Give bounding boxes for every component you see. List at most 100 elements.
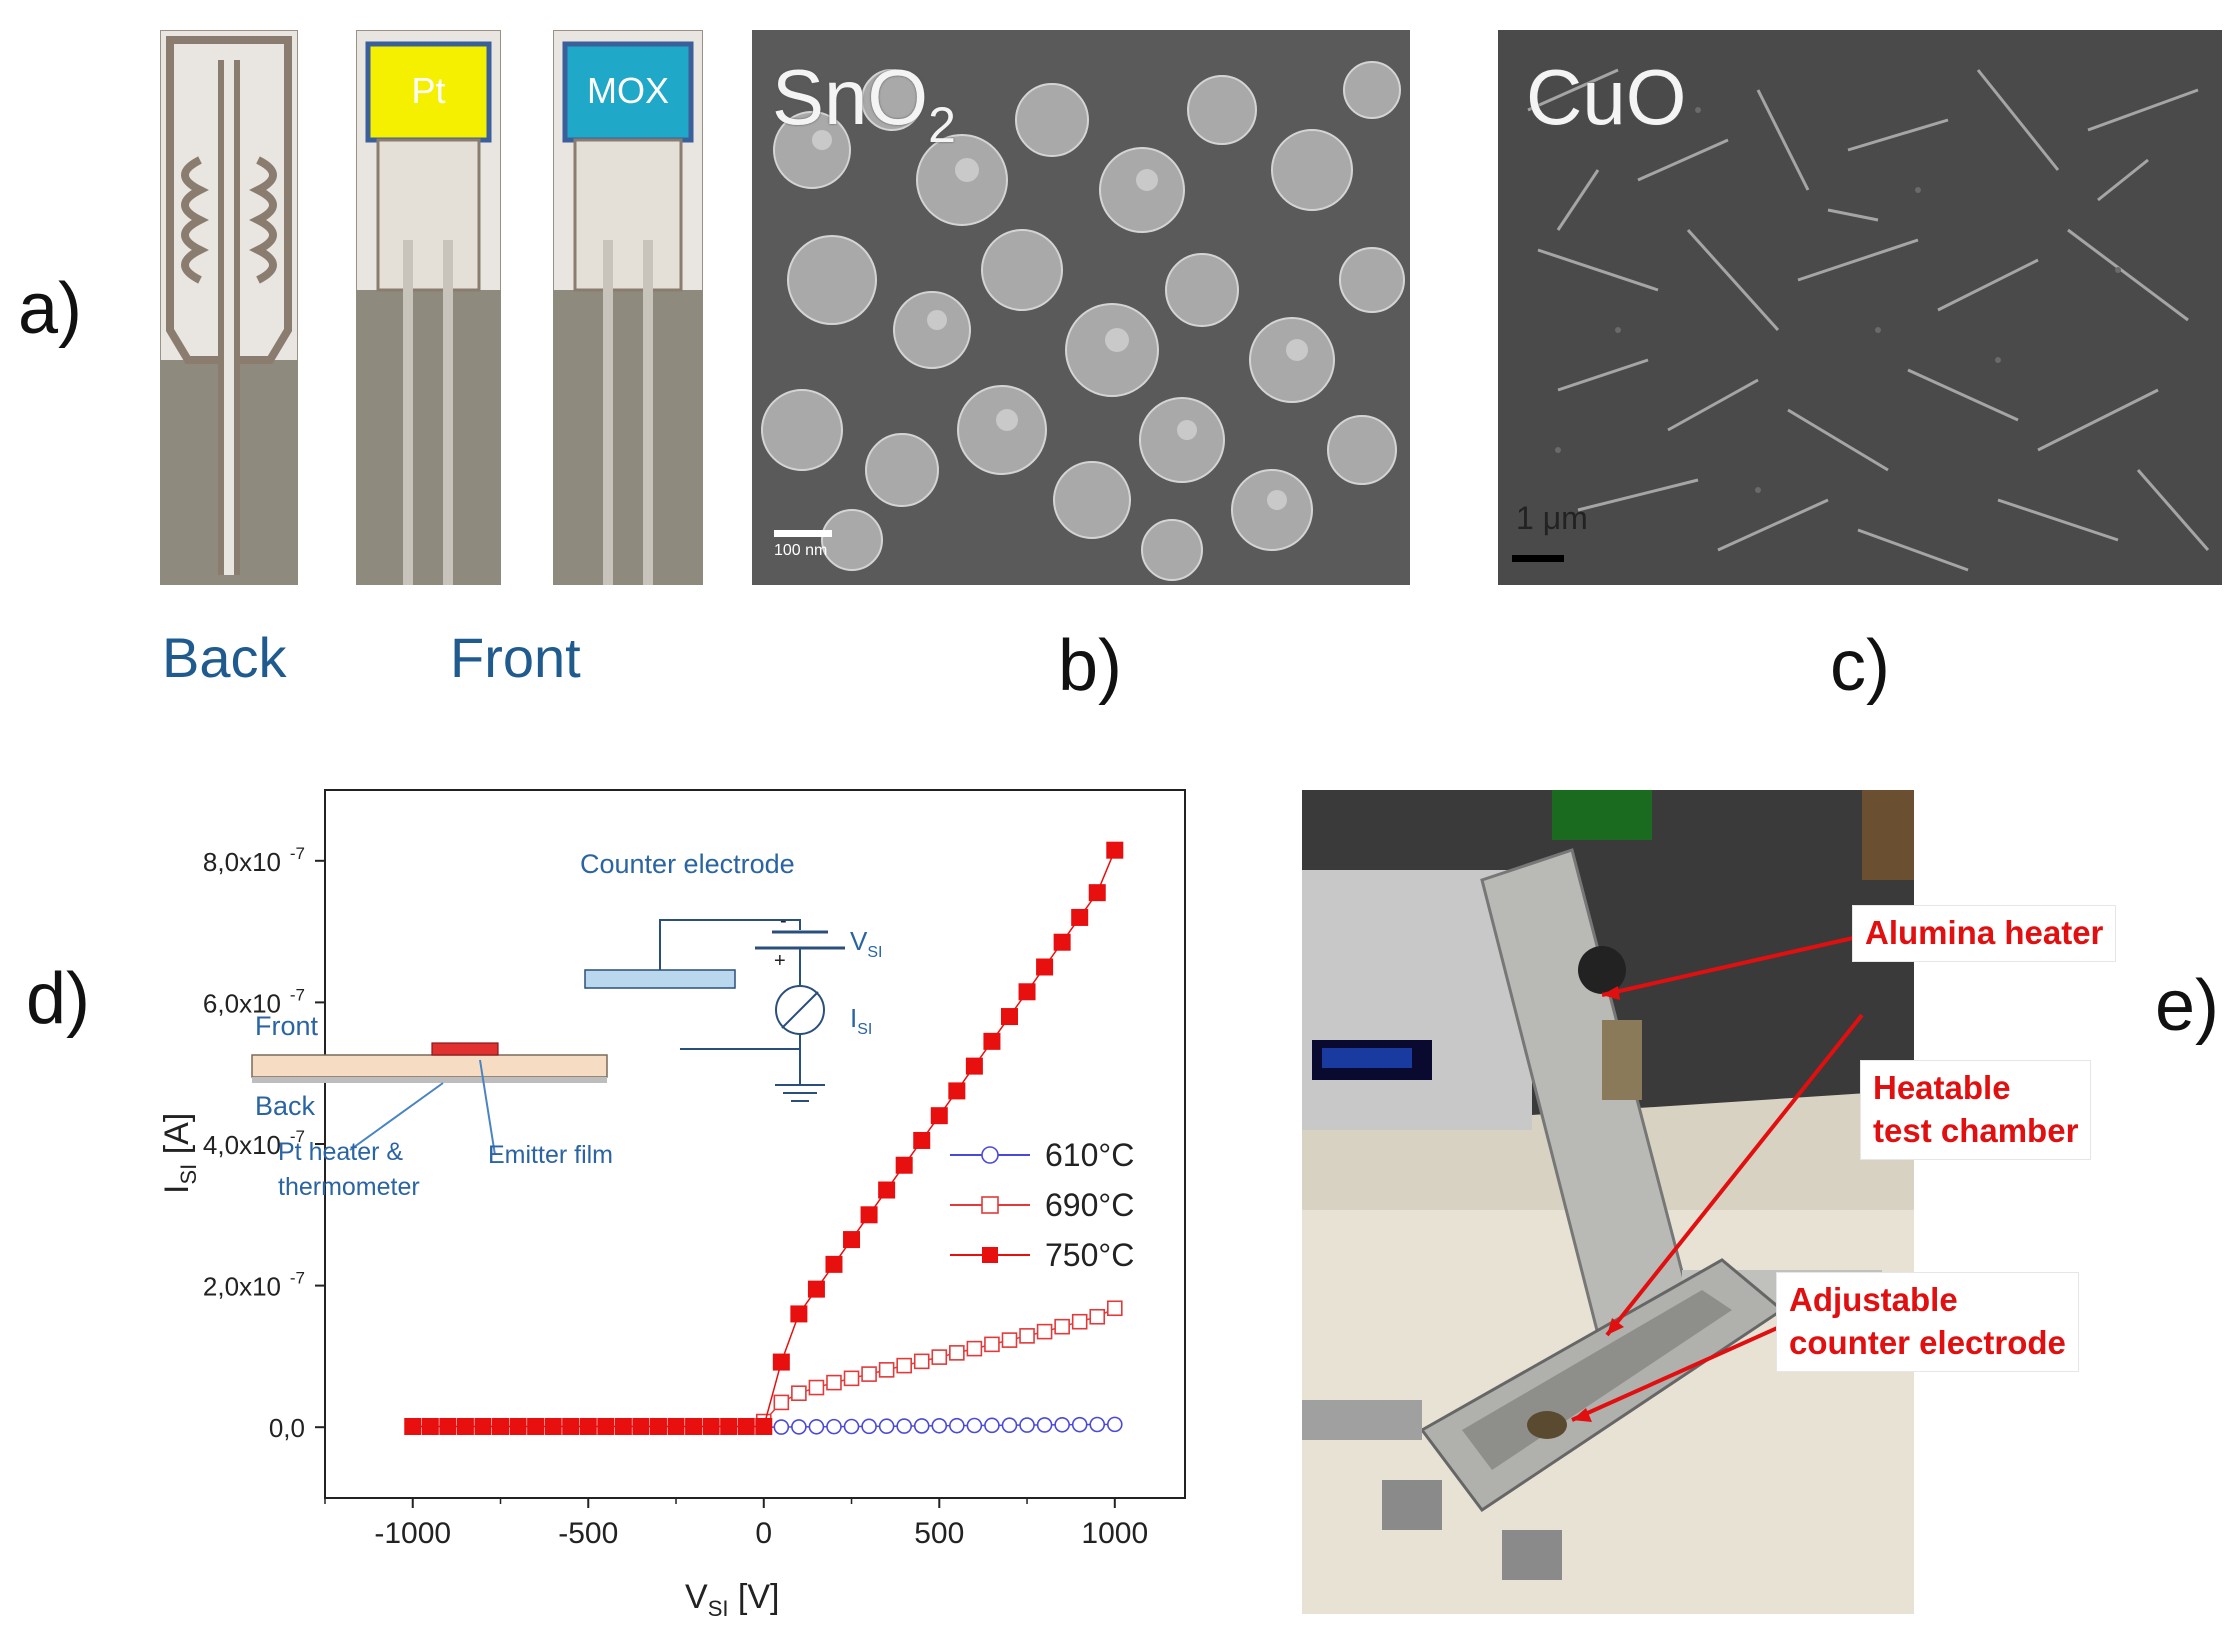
data-point	[720, 1417, 738, 1435]
data-point	[843, 1370, 860, 1387]
data-point	[984, 1417, 1000, 1434]
data-point	[861, 1366, 877, 1382]
callout-heatable-line1: Heatable	[1873, 1069, 2011, 1106]
panel-label-c: c)	[1830, 626, 1890, 706]
legend-label: 610°C	[1045, 1137, 1134, 1173]
inset-emitter-arrow	[479, 1059, 496, 1156]
inset-front-label: Front	[255, 1011, 319, 1041]
data-point	[773, 1419, 790, 1435]
mox-pad-label: MOX	[586, 70, 669, 111]
data-point	[1036, 958, 1054, 976]
callout-arrows	[1571, 934, 1864, 1422]
data-point	[826, 1418, 842, 1435]
data-point	[913, 1418, 930, 1434]
legend-marker	[981, 1196, 999, 1214]
inset-emitter-film-label: Emitter film	[488, 1141, 613, 1169]
data-point	[685, 1417, 703, 1435]
data-point	[807, 1280, 825, 1298]
data-point	[878, 1181, 896, 1199]
inset-pt-arrow	[349, 1082, 444, 1151]
sensor-chip-front-mox: MOX	[552, 29, 704, 586]
legend-label: 750°C	[1045, 1237, 1134, 1273]
sem-image-sno2: SnO2 100 nm	[752, 30, 1410, 585]
inset-plus: +	[774, 950, 786, 972]
panel-label-b: b)	[1058, 626, 1123, 706]
legend-marker	[982, 1247, 998, 1263]
callout-adjustable-line2: counter electrode	[1789, 1323, 2066, 1361]
callout-counter-electrode: Adjustable counter electrode	[1776, 1272, 2079, 1372]
data-point	[966, 1340, 983, 1357]
inset-vsi: VSI	[850, 926, 882, 961]
inset-counter-electrode	[584, 969, 736, 989]
callout-heatable-chamber: Heatable test chamber	[1860, 1060, 2092, 1160]
panel-label-a: a)	[18, 269, 83, 349]
data-point	[755, 1417, 773, 1435]
data-point	[1089, 1308, 1106, 1325]
sensor-chip-front-pt-drawing	[355, 29, 502, 586]
data-point	[931, 1349, 948, 1365]
sem-texture-cuo	[1498, 30, 2222, 585]
data-point	[1019, 1328, 1035, 1344]
data-point	[791, 1385, 807, 1402]
x-tick-label: 1000	[1081, 1517, 1148, 1550]
y-tick-label: 6,0x10	[203, 988, 281, 1018]
data-point	[1071, 908, 1089, 926]
data-point	[808, 1379, 825, 1396]
data-point	[1054, 1318, 1070, 1335]
sensor-chip-back-drawing	[159, 29, 299, 586]
data-point	[878, 1362, 895, 1378]
cuo-scalebar	[1512, 555, 1564, 562]
data-point	[544, 1417, 562, 1435]
data-point	[614, 1417, 632, 1435]
data-point	[702, 1417, 720, 1435]
data-point	[1071, 1416, 1088, 1433]
data-point	[579, 1417, 597, 1435]
y-tick-label: 4,0x10	[203, 1130, 281, 1160]
data-point	[791, 1419, 807, 1435]
inset-emitter-film	[431, 1042, 499, 1056]
y-tick-label: 2,0x10	[203, 1272, 281, 1302]
x-axis-title-sub: SI	[708, 1596, 729, 1621]
data-point	[474, 1417, 492, 1435]
sem-texture-sno2	[752, 30, 1410, 585]
inset-substrate	[251, 1054, 608, 1078]
y-axis-title-sub: SI	[176, 1164, 201, 1185]
data-point	[860, 1206, 878, 1224]
inset-isi-sub: SI	[857, 1021, 872, 1038]
data-point	[965, 1057, 983, 1075]
callout-adjustable-line1: Adjustable	[1789, 1281, 1958, 1318]
inset-pt-heater-line2: thermometer	[278, 1173, 420, 1201]
data-point	[966, 1417, 983, 1434]
data-point	[913, 1353, 930, 1370]
inset-isi: ISI	[850, 1003, 872, 1038]
x-axis-title-unit: [V]	[728, 1578, 779, 1616]
inset-substrate-back	[252, 1077, 607, 1083]
data-point	[984, 1336, 1000, 1353]
data-point	[808, 1418, 825, 1435]
data-point	[1054, 1416, 1070, 1433]
data-point	[826, 1374, 842, 1391]
sno2-scalebar	[774, 530, 832, 537]
data-point	[949, 1417, 965, 1434]
callout-heatable-line2: test chamber	[1873, 1111, 2079, 1149]
data-point	[896, 1357, 912, 1374]
data-point	[1089, 1416, 1106, 1433]
data-point	[948, 1082, 966, 1100]
inset-counter-electrode-label: Counter electrode	[580, 849, 795, 879]
chart-marks	[404, 841, 1124, 1436]
y-tick-exponent: -7	[290, 1269, 305, 1288]
data-point	[1001, 1417, 1018, 1434]
data-point	[1106, 1300, 1123, 1317]
data-point	[843, 1231, 861, 1249]
data-point	[1053, 933, 1071, 951]
data-point	[1018, 983, 1036, 1001]
sno2-label: SnO2	[772, 52, 956, 154]
data-point	[421, 1417, 439, 1435]
x-tick-label: 500	[914, 1517, 964, 1550]
data-point	[896, 1418, 912, 1434]
data-point	[930, 1107, 948, 1125]
test-chamber-photo-drawing	[1302, 790, 1914, 1614]
data-point	[825, 1255, 843, 1273]
